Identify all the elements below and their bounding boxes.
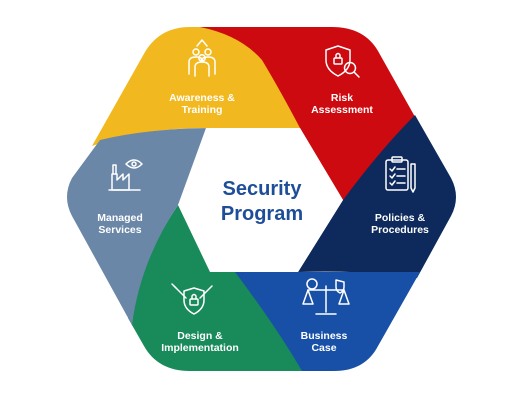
pen-shield-lock-icon [171,283,213,315]
center-title-line1: Security [223,178,303,200]
policies-label-line1: Policies & [375,212,426,224]
segment-business-band [210,272,420,371]
segment-managed-band [67,128,215,325]
shield-magnifier-icon [325,45,360,78]
awareness-label-line1: Awareness & [169,92,235,104]
segment-labels: Awareness & Training Risk Assessment Pol… [97,92,429,354]
design-label-line1: Design & [177,330,223,342]
awareness-label-line2: Training [182,104,223,116]
center-title-line2: Program [221,203,303,225]
risk-label-line1: Risk [331,92,353,104]
design-label-line2: Implementation [161,342,239,354]
segment-policies-band [298,115,456,278]
segment-bands [67,27,456,371]
clipboard-checklist-icon [385,156,416,193]
business-label-line2: Case [311,342,336,354]
risk-label-line2: Assessment [311,104,373,116]
segment-risk-band [200,27,428,200]
managed-label-line2: Services [98,224,141,236]
factory-eye-icon [108,159,143,191]
segment-design-band [128,205,302,371]
business-label-line1: Business [301,330,348,342]
policies-label-line2: Procedures [371,224,429,236]
balance-scale-icon [302,278,350,315]
managed-label-line1: Managed [97,212,143,224]
people-icon [188,39,216,77]
center-hexagon [178,128,343,272]
